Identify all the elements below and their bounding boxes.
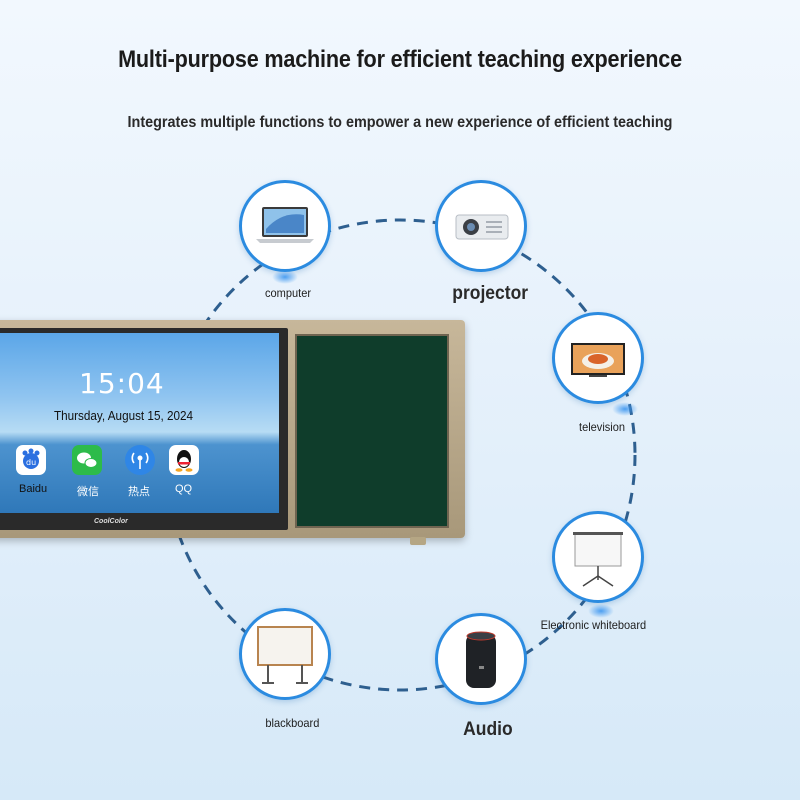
device-blackboard[interactable]	[239, 608, 331, 700]
screen-date: Thursday, August 15, 2024	[54, 408, 193, 423]
hotspot-icon[interactable]	[125, 445, 155, 475]
whiteboard-stand-icon	[257, 626, 313, 684]
label-audio: Audio	[463, 719, 513, 740]
device-projector[interactable]	[435, 180, 527, 272]
tv-icon	[571, 343, 625, 377]
laptop-icon	[256, 207, 314, 243]
app-label-hotspot: 热点	[128, 486, 150, 498]
node-glow	[612, 402, 638, 416]
label-projector: projector	[452, 283, 529, 304]
screen-bezel: 15:04 Thursday, August 15, 2024 du Baidu…	[0, 328, 288, 530]
node-glow	[272, 270, 298, 284]
chalkboard-panel	[295, 334, 449, 528]
board-handle	[410, 537, 426, 545]
label-television: television	[579, 420, 626, 434]
page-title: Multi-purpose machine for efficient teac…	[118, 46, 682, 73]
app-label-baidu: Baidu	[19, 483, 48, 495]
qq-icon[interactable]	[169, 445, 199, 475]
svg-text:du: du	[26, 458, 36, 467]
wechat-icon[interactable]	[72, 445, 102, 475]
device-electronic-whiteboard[interactable]	[552, 511, 644, 603]
device-computer[interactable]	[239, 180, 331, 272]
app-label-wechat: 微信	[77, 486, 99, 498]
page-subtitle: Integrates multiple functions to empower…	[127, 114, 673, 131]
label-electronic-whiteboard: Electronic whiteboard	[540, 618, 647, 632]
node-glow	[588, 604, 614, 618]
projection-screen-icon	[573, 532, 623, 587]
screen-clock: 15:04	[79, 367, 165, 400]
projector-icon	[455, 214, 509, 240]
speaker-icon	[466, 631, 496, 688]
board-brand-logo: CoolColor	[94, 518, 128, 525]
device-television[interactable]	[552, 312, 644, 404]
smart-board: 15:04 Thursday, August 15, 2024 du Baidu…	[0, 320, 465, 538]
device-audio[interactable]	[435, 613, 527, 705]
label-blackboard: blackboard	[265, 716, 320, 730]
board-screen: 15:04 Thursday, August 15, 2024 du Baidu…	[0, 333, 279, 513]
baidu-icon[interactable]: du	[16, 445, 46, 475]
app-label-qq: QQ	[175, 483, 193, 495]
label-computer: computer	[265, 286, 312, 300]
